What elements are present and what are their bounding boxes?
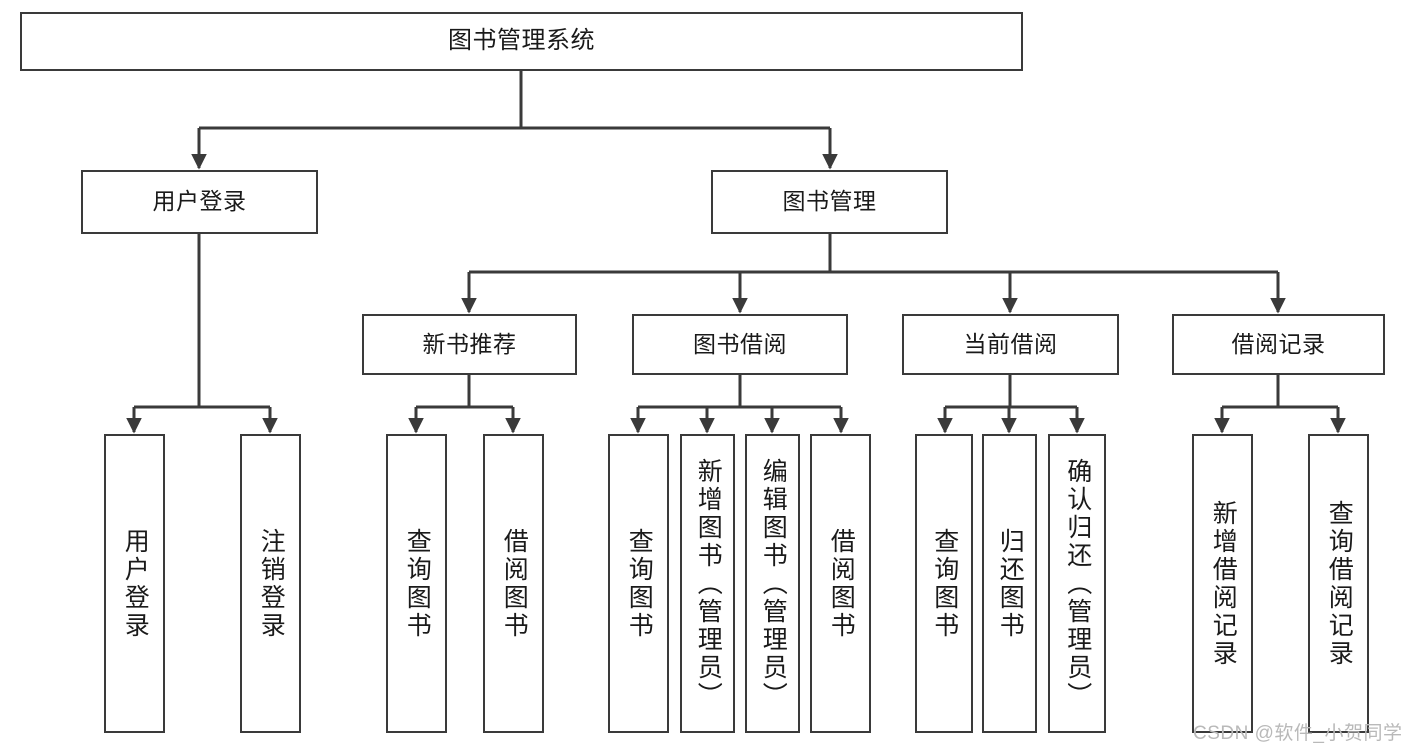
node-leaf-return-book-label: 归还图书 bbox=[996, 527, 1025, 640]
node-book-borrow-label: 图书借阅 bbox=[693, 330, 787, 357]
node-user-login-label: 用户登录 bbox=[152, 188, 247, 215]
node-leaf-query-record-label: 查询借阅记录 bbox=[1325, 499, 1354, 668]
node-leaf-return-book[interactable]: 归还图书 bbox=[982, 434, 1037, 733]
node-leaf-query-book-1[interactable]: 查询图书 bbox=[386, 434, 447, 733]
node-leaf-user-login-label: 用户登录 bbox=[121, 527, 150, 640]
node-leaf-confirm-return[interactable]: 确认归还（管理员） bbox=[1048, 434, 1106, 733]
node-book-manage-label: 图书管理 bbox=[782, 188, 877, 215]
node-root-label: 图书管理系统 bbox=[448, 27, 595, 55]
node-book-borrow[interactable]: 图书借阅 bbox=[632, 314, 848, 375]
node-borrow-record-label: 借阅记录 bbox=[1231, 330, 1326, 357]
csdn-watermark: CSDN @软件_小贺同学 bbox=[1193, 723, 1403, 744]
node-current-borrow[interactable]: 当前借阅 bbox=[902, 314, 1119, 375]
node-new-book-recommend[interactable]: 新书推荐 bbox=[362, 314, 577, 375]
node-new-book-recommend-label: 新书推荐 bbox=[422, 330, 517, 357]
node-leaf-confirm-return-label: 确认归还（管理员） bbox=[1063, 457, 1092, 710]
node-leaf-logout[interactable]: 注销登录 bbox=[240, 434, 301, 733]
node-current-borrow-label: 当前借阅 bbox=[963, 330, 1058, 357]
node-leaf-query-book-3[interactable]: 查询图书 bbox=[915, 434, 973, 733]
node-leaf-add-book[interactable]: 新增图书（管理员） bbox=[680, 434, 735, 733]
node-leaf-borrow-book-2[interactable]: 借阅图书 bbox=[810, 434, 871, 733]
node-leaf-edit-book-label: 编辑图书（管理员） bbox=[759, 457, 788, 710]
node-leaf-add-record-label: 新增借阅记录 bbox=[1209, 499, 1238, 668]
node-book-manage[interactable]: 图书管理 bbox=[711, 170, 948, 234]
node-leaf-query-book-2[interactable]: 查询图书 bbox=[608, 434, 669, 733]
node-leaf-edit-book[interactable]: 编辑图书（管理员） bbox=[745, 434, 800, 733]
node-leaf-borrow-book-1[interactable]: 借阅图书 bbox=[483, 434, 544, 733]
node-leaf-borrow-book-1-label: 借阅图书 bbox=[500, 527, 529, 640]
node-leaf-borrow-book-2-label: 借阅图书 bbox=[827, 527, 856, 640]
node-leaf-query-book-2-label: 查询图书 bbox=[625, 527, 654, 640]
node-leaf-query-book-1-label: 查询图书 bbox=[403, 527, 432, 640]
node-user-login[interactable]: 用户登录 bbox=[81, 170, 318, 234]
node-leaf-user-login[interactable]: 用户登录 bbox=[104, 434, 165, 733]
node-leaf-query-record[interactable]: 查询借阅记录 bbox=[1308, 434, 1369, 733]
node-borrow-record[interactable]: 借阅记录 bbox=[1172, 314, 1385, 375]
node-leaf-query-book-3-label: 查询图书 bbox=[930, 527, 959, 640]
node-leaf-logout-label: 注销登录 bbox=[257, 527, 286, 640]
node-root[interactable]: 图书管理系统 bbox=[20, 12, 1023, 71]
node-leaf-add-record[interactable]: 新增借阅记录 bbox=[1192, 434, 1253, 733]
node-leaf-add-book-label: 新增图书（管理员） bbox=[694, 457, 723, 710]
